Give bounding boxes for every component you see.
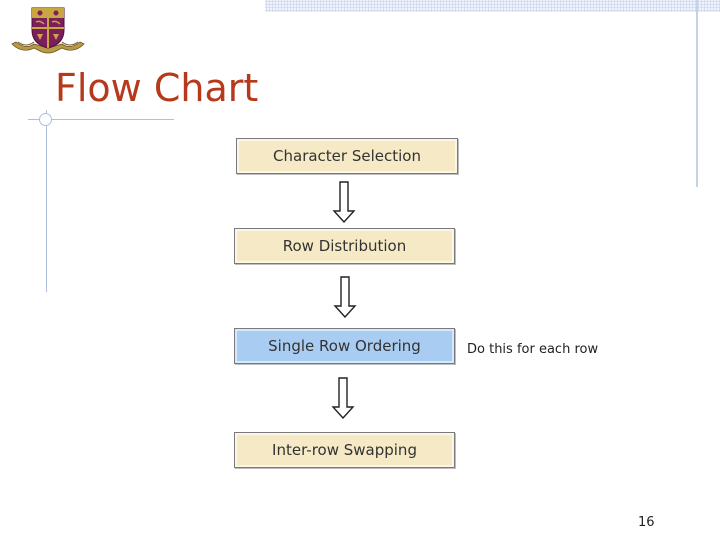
flow-step-label: Single Row Ordering: [268, 337, 421, 355]
page-number: 16: [638, 515, 655, 530]
flow-step-label: Character Selection: [273, 147, 421, 165]
flow-step-inter-row-swapping: Inter-row Swapping: [234, 432, 455, 468]
university-crest-logo: [11, 7, 85, 54]
down-arrow-icon: [331, 377, 355, 419]
title-vertical-decoration: [46, 110, 47, 292]
top-decorative-band: [265, 0, 720, 12]
flow-step-character-selection: Character Selection: [236, 138, 458, 174]
flow-step-single-row-ordering: Single Row Ordering: [234, 328, 455, 364]
down-arrow-icon: [333, 276, 357, 318]
flow-step-row-distribution: Row Distribution: [234, 228, 455, 264]
down-arrow-icon: [332, 181, 356, 223]
slide-title: Flow Chart: [55, 66, 259, 110]
flow-step-label: Row Distribution: [282, 237, 407, 255]
right-decorative-rule: [696, 0, 698, 187]
title-underline-decoration: [28, 119, 174, 120]
side-note: Do this for each row: [467, 342, 599, 357]
title-circle-decoration: [39, 113, 52, 126]
flow-step-label: Inter-row Swapping: [272, 441, 417, 459]
